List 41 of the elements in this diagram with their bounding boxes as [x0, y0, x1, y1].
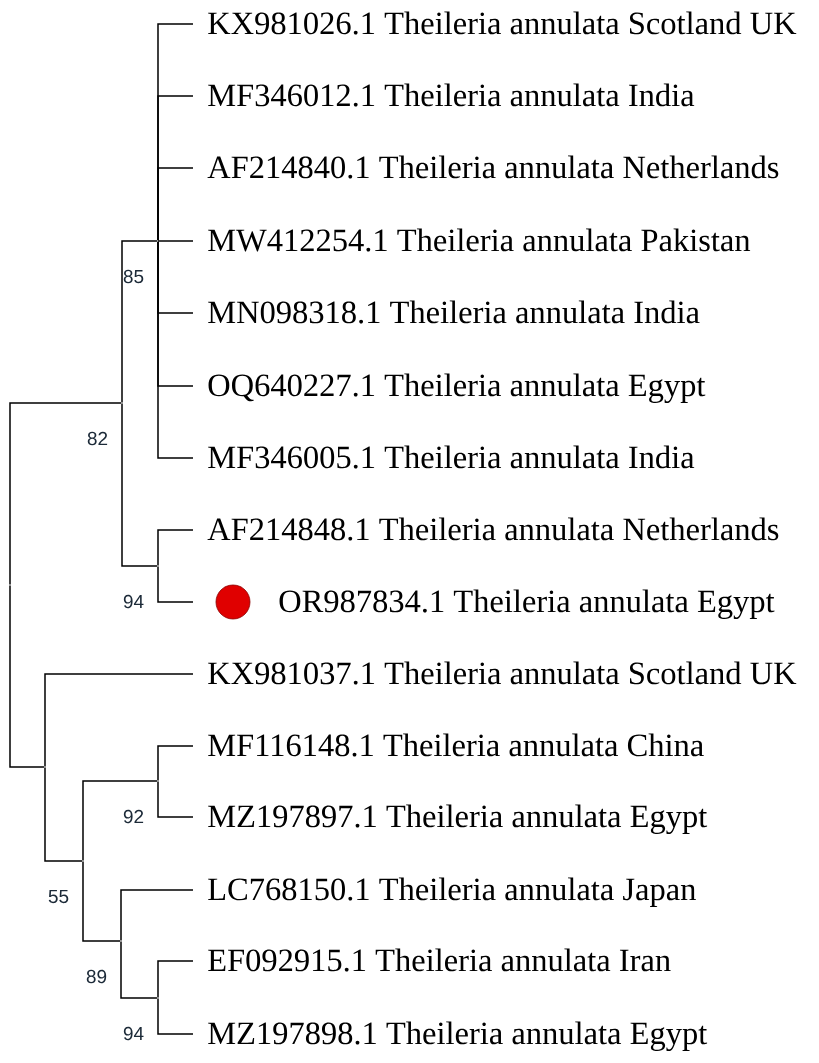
branch-line: [157, 566, 194, 603]
branch-line: [157, 529, 194, 566]
taxon-label: OR987834.1 Theileria annulata Egypt: [279, 589, 775, 619]
taxon-label: MZ197897.1 Theileria annulata Egypt: [208, 804, 708, 834]
taxon-label: KX981026.1 Theileria annulata Scotland UK: [208, 11, 797, 35]
bootstrap-value: 55: [48, 889, 69, 904]
branch-line: [121, 403, 158, 567]
branch-line: [9, 402, 122, 585]
branch-line: [157, 781, 194, 818]
branch-line: [82, 780, 158, 861]
taxon-label: LC768150.1 Theileria annulata Japan: [208, 877, 696, 907]
bootstrap-value: 94: [123, 594, 144, 609]
bootstrap-value: 89: [86, 969, 107, 984]
branch-line: [157, 998, 194, 1035]
taxon-label: MF116148.1 Theileria annulata China: [208, 733, 704, 757]
taxon-label: OQ640227.1 Theileria annulata Egypt: [208, 373, 706, 403]
bootstrap-value: 85: [123, 269, 144, 284]
taxon-label: MF346012.1 Theileria annulata India: [208, 83, 695, 107]
branch-line: [157, 167, 194, 241]
bootstrap-value: 92: [123, 809, 144, 824]
taxon-label: MF346005.1 Theileria annulata India: [208, 445, 695, 469]
taxon-label: MW412254.1 Theileria annulata Pakistan: [208, 228, 751, 252]
branch-line: [157, 240, 194, 242]
taxon-label: KX981037.1 Theileria annulata Scotland UK: [208, 661, 797, 685]
bootstrap-value: 82: [87, 431, 108, 446]
taxon-label: AF214848.1 Theileria annulata Netherlands: [207, 517, 779, 541]
branch-line: [157, 241, 194, 459]
branch-line: [44, 673, 194, 767]
taxon-label: EF092915.1 Theileria annulata Iran: [208, 948, 671, 972]
branch-line: [44, 767, 83, 862]
branch-line: [157, 960, 194, 998]
branch-line: [9, 585, 45, 768]
branch-line: [157, 745, 194, 781]
branch-line: [120, 889, 194, 941]
branch-line: [120, 941, 158, 999]
bootstrap-value: 94: [123, 1026, 144, 1041]
taxon-label: MN098318.1 Theileria annulata India: [208, 300, 700, 324]
taxon-label: MZ197898.1 Theileria annulata Egypt: [208, 1021, 708, 1051]
branch-line: [121, 240, 158, 403]
taxon-label: AF214840.1 Theileria annulata Netherlands: [207, 155, 779, 179]
branch-line: [82, 861, 121, 942]
